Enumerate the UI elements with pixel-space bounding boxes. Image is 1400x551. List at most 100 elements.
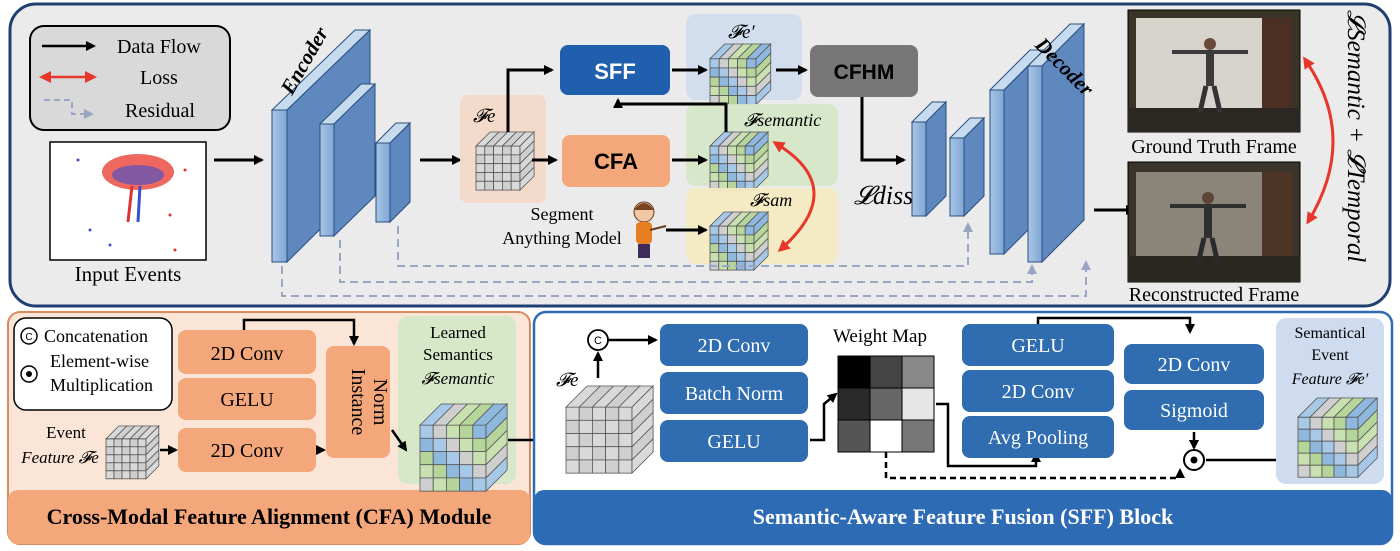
cube-cell	[727, 154, 737, 165]
cube-cell	[718, 85, 729, 96]
cube-side-cell	[1357, 445, 1378, 479]
sff-gelu-b-box	[962, 324, 1114, 366]
cube-cell	[1321, 440, 1335, 454]
cfa-legend: C Concatenation Element-wise Multiplicat…	[13, 317, 173, 411]
cfa-gelu-box	[178, 378, 316, 420]
sff-title-bar	[534, 490, 1392, 544]
cube-cell	[501, 172, 512, 182]
cube-cell	[728, 95, 739, 106]
cube-cell	[475, 163, 486, 173]
arrow-f-semantic-to-sff	[613, 98, 728, 132]
cube-cell	[484, 145, 494, 156]
sff-output-label-2: Event	[1311, 347, 1349, 364]
cube-cell	[432, 451, 447, 466]
cube-cell	[1333, 428, 1347, 442]
cube-cell	[419, 424, 434, 439]
cube-cell	[718, 154, 728, 165]
cube-cell	[129, 462, 139, 472]
cube-cell	[432, 477, 447, 492]
cube-cell	[419, 437, 434, 452]
cube-cell	[1309, 440, 1323, 454]
cube-cell	[1333, 440, 1347, 454]
cube-cell	[709, 145, 720, 156]
cube-side-cell	[519, 166, 535, 192]
learned-label-2: Semantics	[423, 345, 493, 364]
legend-mult-label-2: Multiplication	[50, 375, 153, 395]
sff-sigmoid-label: Sigmoid	[1160, 400, 1228, 422]
cfa-module-title: Cross-Modal Feature Alignment (CFA) Modu…	[47, 504, 492, 529]
cube-cell	[113, 446, 123, 456]
cube-cell	[718, 145, 728, 156]
legend-data-flow-label: Data Flow	[117, 36, 201, 58]
arrow-fe-to-sff	[506, 65, 554, 132]
arrow-cfhm-to-decoder	[860, 97, 906, 165]
cube-cell	[709, 243, 720, 253]
legend-mult-label-1: Element-wise	[50, 351, 149, 371]
cube-cell	[605, 446, 620, 461]
cube-cell	[605, 433, 620, 448]
cube-cell	[472, 451, 487, 466]
f-sam-cube	[709, 211, 770, 272]
instance-norm-box	[326, 346, 390, 458]
cube-cell	[432, 424, 447, 439]
cube-cell	[493, 145, 503, 156]
cube-cell	[419, 451, 434, 466]
sff-bn-box	[660, 372, 808, 414]
ground-truth-frame-label: Ground Truth Frame	[1131, 136, 1297, 158]
cube-cell	[727, 172, 737, 182]
input-events: Input Events	[49, 141, 207, 286]
cube-cell	[746, 76, 757, 87]
cube-cell	[727, 252, 737, 262]
cube-cell	[746, 67, 757, 78]
cube-cell	[1345, 452, 1359, 466]
cube-cell	[618, 419, 633, 434]
sff-avg-pool-label: Avg Pooling	[988, 427, 1088, 449]
cube-cell	[121, 454, 131, 464]
cube-cell	[472, 437, 487, 452]
cube-side-cell	[631, 437, 654, 475]
cfa-title-bar	[8, 490, 530, 544]
gelu-to-weight-arrow	[810, 392, 838, 442]
cube-cell	[592, 406, 607, 421]
cube-cell	[565, 406, 580, 421]
cube-cell	[493, 172, 503, 182]
loss-diss-arrow	[772, 141, 816, 252]
loss-semantic-temporal-label: 𝓛Semantic + 𝓛Temporal	[1342, 10, 1369, 262]
cube-cell	[709, 225, 720, 236]
cube-side-cell	[145, 457, 160, 480]
loss-diss-label: 𝓛diss	[854, 181, 913, 210]
cube-cell	[475, 154, 486, 165]
reconstructed-frame-image	[1127, 161, 1301, 283]
cube-cell	[419, 477, 434, 492]
cube-cell	[727, 225, 737, 236]
cube-cell	[105, 462, 115, 472]
cube-cell	[744, 154, 755, 165]
cube-cell	[501, 163, 512, 173]
legend-residual-arrow	[44, 99, 94, 119]
cube-cell	[1333, 416, 1347, 430]
f-semantic-cube	[709, 131, 770, 192]
instance-norm-label-1: Instance	[347, 369, 369, 436]
cube-cell	[746, 95, 757, 106]
cube-cell	[1345, 440, 1359, 454]
cube-side-cell	[753, 246, 769, 272]
cube-cell	[718, 234, 728, 245]
cube-cell	[709, 234, 720, 245]
sff-avg-pool-box	[962, 416, 1114, 458]
cube-cell	[605, 406, 620, 421]
cube-cell	[744, 234, 755, 245]
sff-gelu-b-label: GELU	[1011, 335, 1065, 357]
sff-conv-a-box	[660, 324, 808, 366]
cube-cell	[137, 462, 147, 472]
cube-cell	[727, 243, 737, 253]
cube-cell	[113, 462, 123, 472]
legend-loss-label: Loss	[140, 67, 178, 89]
cube-cell	[592, 433, 607, 448]
cube-cell	[113, 470, 123, 480]
fe-prime-cube	[709, 43, 772, 106]
cube-cell	[578, 433, 593, 448]
sff-conv-b-label: 2D Conv	[1002, 381, 1075, 403]
cube-cell	[510, 172, 521, 182]
cube-cell	[459, 464, 474, 479]
